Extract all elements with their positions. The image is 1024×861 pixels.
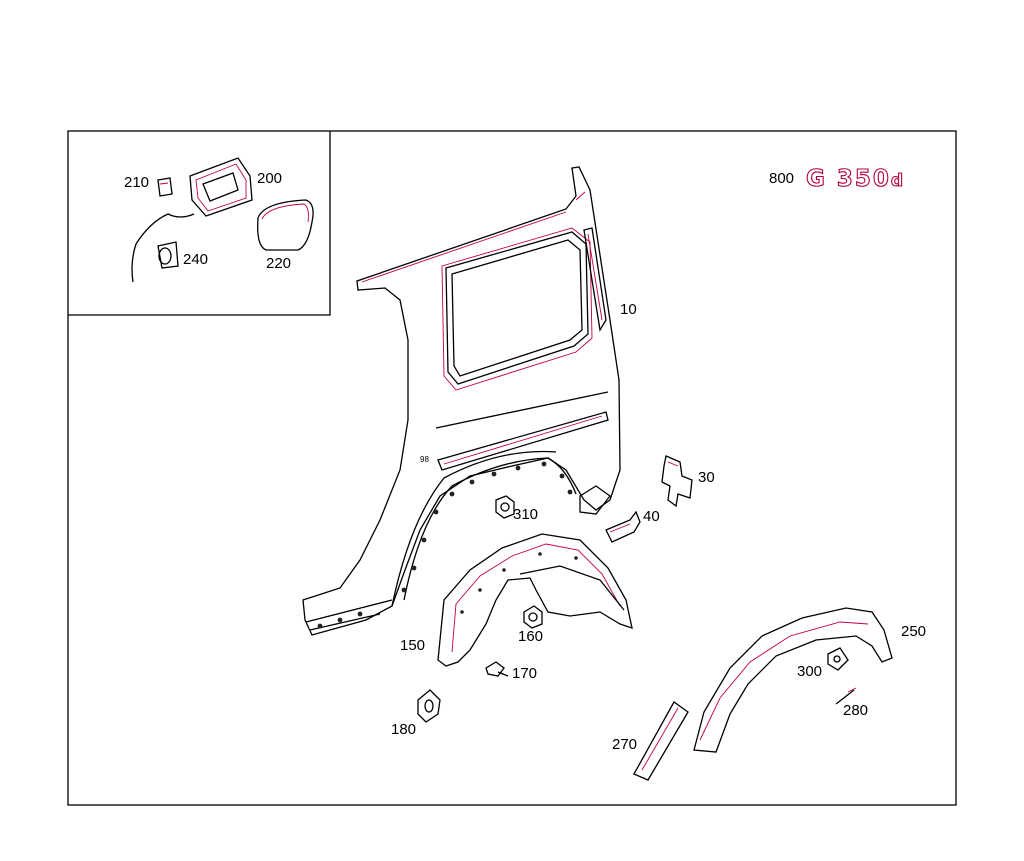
label-150: 150 — [400, 637, 426, 654]
label-250: 250 — [901, 623, 927, 640]
main-frame — [67, 130, 957, 806]
nut-160 — [523, 605, 543, 629]
label-220: 220 — [266, 255, 292, 272]
label-210: 210 — [124, 174, 150, 191]
side-wall-10: 98 — [302, 166, 621, 636]
screw-170 — [485, 661, 509, 677]
wheel-arch-flare-250 — [693, 607, 893, 753]
fuel-filler-assembly — [131, 157, 314, 283]
emblem-suffix: d — [890, 171, 906, 191]
label-800: 800 — [769, 170, 795, 187]
emblem-main: G 350 — [805, 166, 891, 192]
label-300: 300 — [797, 663, 823, 680]
label-40: 40 — [643, 508, 660, 525]
label-200: 200 — [257, 170, 283, 187]
pin-280 — [835, 687, 857, 705]
label-30: 30 — [698, 469, 715, 486]
label-310: 310 — [513, 506, 539, 523]
bracket-40 — [605, 510, 641, 543]
label-10: 10 — [620, 301, 637, 318]
label-180: 180 — [391, 721, 417, 738]
filler-housing-200 — [189, 157, 253, 217]
label-270: 270 — [612, 736, 638, 753]
clip-180 — [417, 689, 441, 723]
inset-frame — [68, 131, 331, 316]
label-240: 240 — [183, 251, 209, 268]
bracket-30 — [661, 455, 693, 508]
label-170: 170 — [512, 665, 538, 682]
trim-strip-270 — [633, 701, 689, 781]
clip-210 — [157, 177, 173, 197]
wheel-arch-liner-150 — [437, 533, 633, 667]
drain-hose — [131, 213, 195, 283]
svg-text:98: 98 — [420, 455, 429, 464]
label-160: 160 — [518, 628, 544, 645]
label-280: 280 — [843, 702, 869, 719]
clip-300 — [827, 647, 849, 671]
nut-310 — [495, 495, 515, 519]
side-window — [445, 231, 589, 385]
fuel-door-220 — [257, 199, 314, 251]
model-emblem: G 350d — [805, 166, 906, 192]
actuator-240 — [157, 241, 179, 269]
